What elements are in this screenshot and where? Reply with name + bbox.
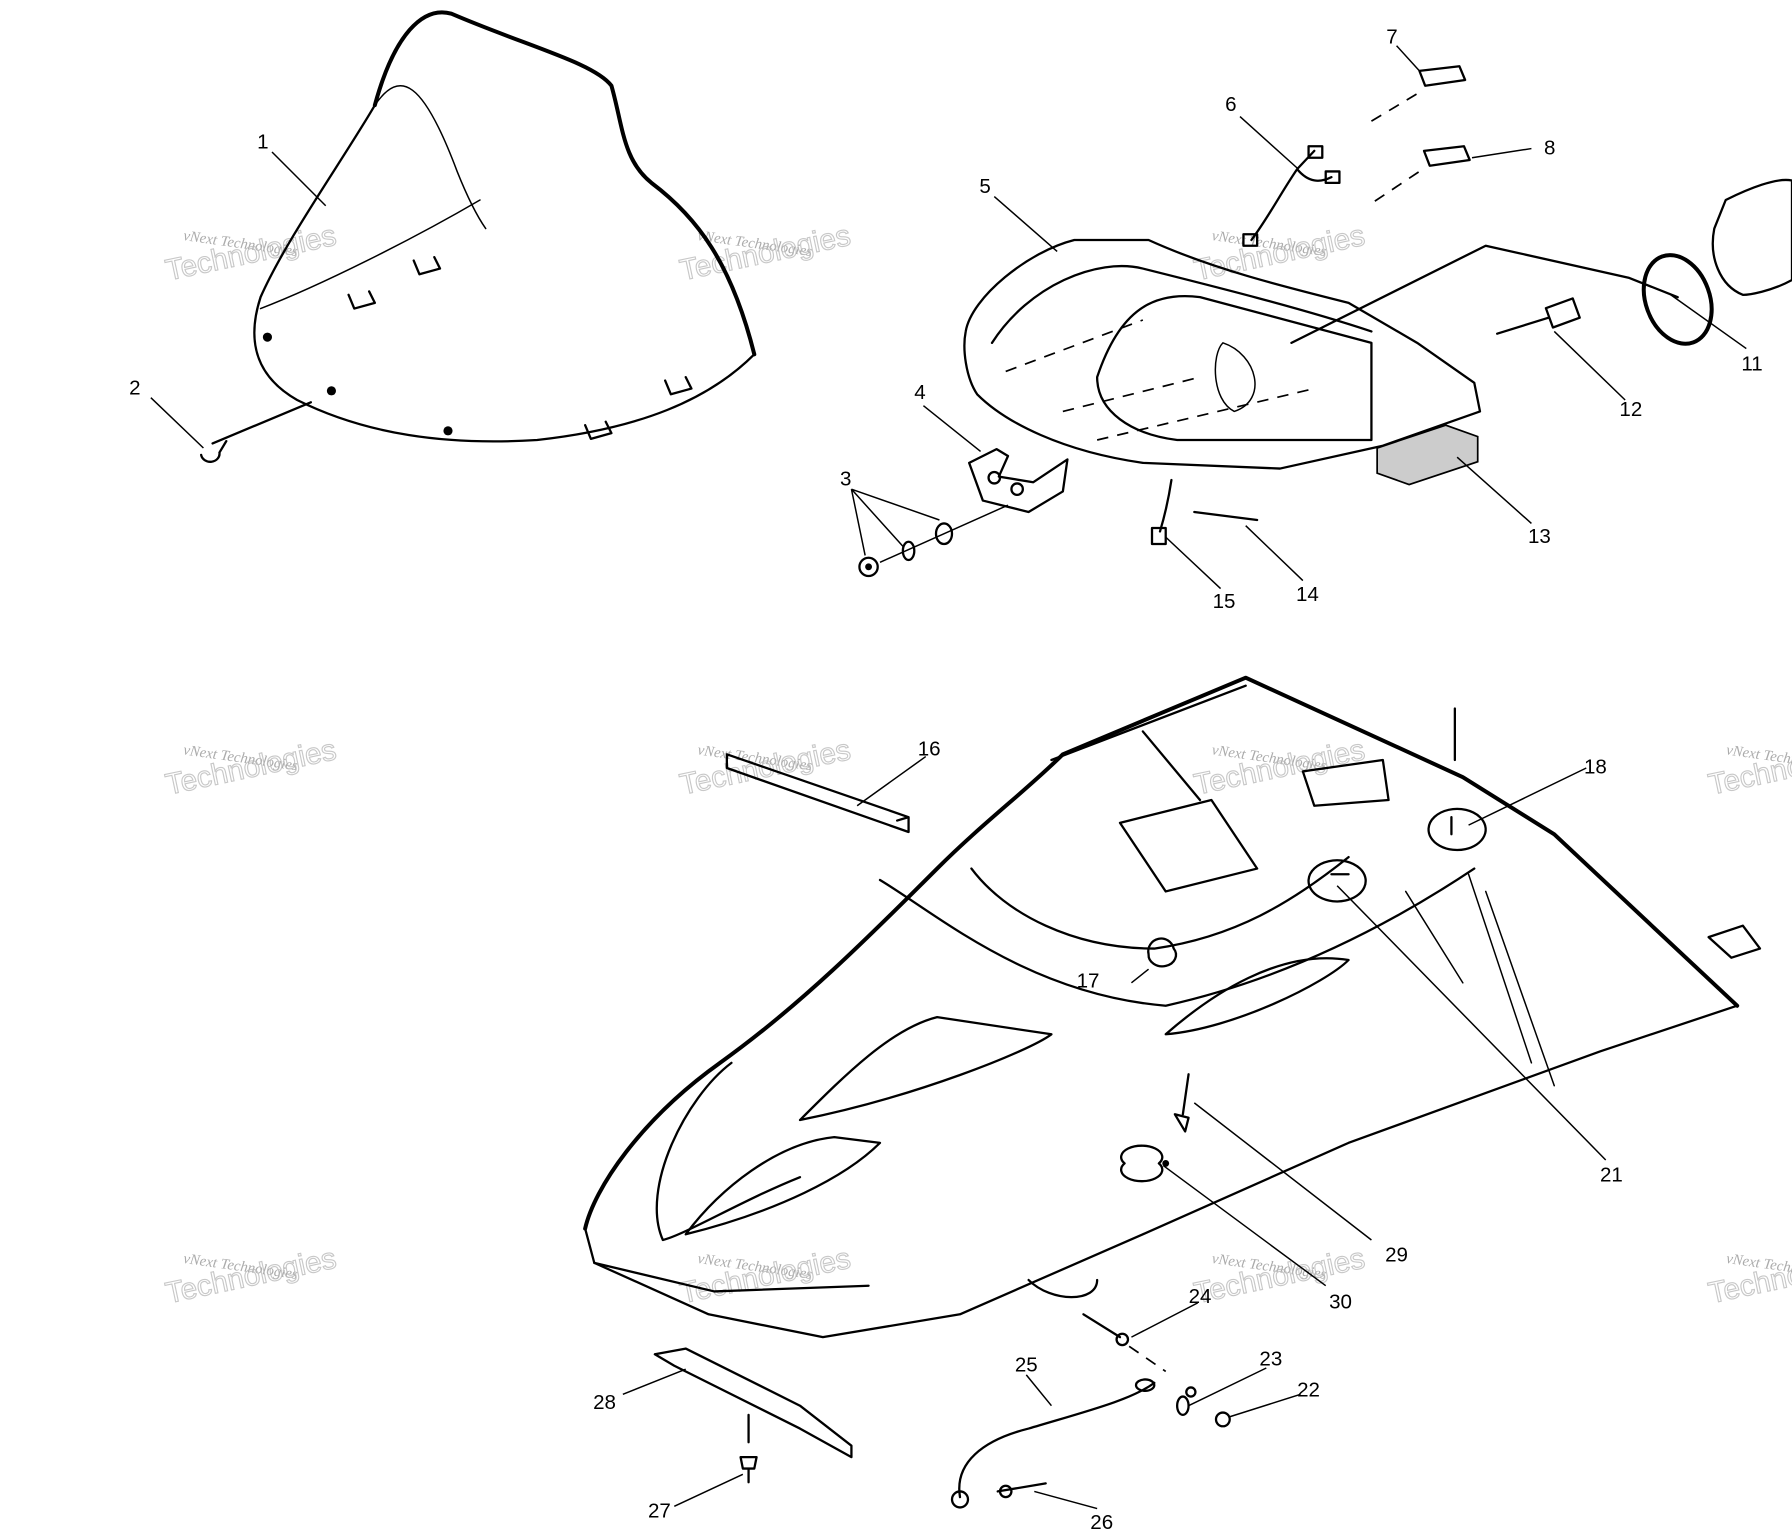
svg-text:Technologies: Technologies bbox=[1706, 1242, 1792, 1310]
callout-30: 30 bbox=[1329, 1291, 1352, 1314]
indicator-lens-part bbox=[1370, 65, 1467, 122]
callout-12: 12 bbox=[1619, 398, 1642, 421]
callout-labels: 1 2 3 4 5 6 7 8 11 12 13 14 15 16 17 18 … bbox=[129, 25, 1763, 1534]
callout-1: 1 bbox=[257, 131, 268, 154]
callout-25: 25 bbox=[1015, 1353, 1038, 1376]
screw-part bbox=[200, 401, 312, 463]
callout-13: 13 bbox=[1528, 525, 1551, 548]
callout-26: 26 bbox=[1090, 1511, 1113, 1534]
seal-strip-part bbox=[725, 753, 910, 834]
callout-7: 7 bbox=[1386, 25, 1397, 48]
tie-strap-part bbox=[1193, 510, 1259, 522]
callout-14: 14 bbox=[1296, 583, 1319, 606]
console-part bbox=[963, 238, 1482, 470]
bracket-part bbox=[968, 447, 1069, 514]
wire-harness-part bbox=[1242, 145, 1341, 247]
callout-4: 4 bbox=[914, 381, 925, 404]
skid-plate-part bbox=[653, 1347, 853, 1459]
callout-3: 3 bbox=[840, 468, 851, 491]
callout-24: 24 bbox=[1189, 1285, 1212, 1308]
callout-11: 11 bbox=[1741, 352, 1762, 375]
callout-27: 27 bbox=[648, 1500, 671, 1523]
screw-part-2 bbox=[996, 1482, 1047, 1499]
bulb-socket-part bbox=[1496, 297, 1581, 335]
indicator-lens-part-2 bbox=[1374, 145, 1471, 202]
bolt-part bbox=[739, 1413, 758, 1484]
lanyard-cable-part bbox=[950, 1378, 1156, 1509]
gauge-part bbox=[1711, 178, 1792, 296]
callout-29: 29 bbox=[1385, 1244, 1408, 1267]
washer-part bbox=[1176, 1386, 1197, 1416]
callout-8: 8 bbox=[1544, 136, 1555, 159]
foam-pad-part bbox=[1376, 424, 1479, 486]
svg-text:Technologies: Technologies bbox=[1706, 733, 1792, 801]
callout-21: 21 bbox=[1600, 1164, 1623, 1187]
nut-part bbox=[1214, 1411, 1231, 1428]
wire-lead-part bbox=[1150, 478, 1173, 546]
gauge-bezel-part bbox=[1290, 244, 1714, 346]
callout-22: 22 bbox=[1297, 1379, 1320, 1402]
rivet-part bbox=[1082, 1313, 1167, 1373]
leader-lines bbox=[150, 45, 1747, 1510]
callout-6: 6 bbox=[1225, 93, 1236, 116]
callout-28: 28 bbox=[593, 1391, 616, 1414]
callout-23: 23 bbox=[1259, 1348, 1282, 1371]
callout-18: 18 bbox=[1584, 756, 1607, 779]
hardware-set-part bbox=[858, 504, 1009, 578]
callout-17: 17 bbox=[1077, 969, 1100, 992]
callout-5: 5 bbox=[979, 175, 990, 198]
callout-16: 16 bbox=[918, 737, 941, 760]
callout-2: 2 bbox=[129, 376, 140, 399]
windshield-part bbox=[253, 10, 757, 443]
callout-15: 15 bbox=[1213, 590, 1236, 613]
